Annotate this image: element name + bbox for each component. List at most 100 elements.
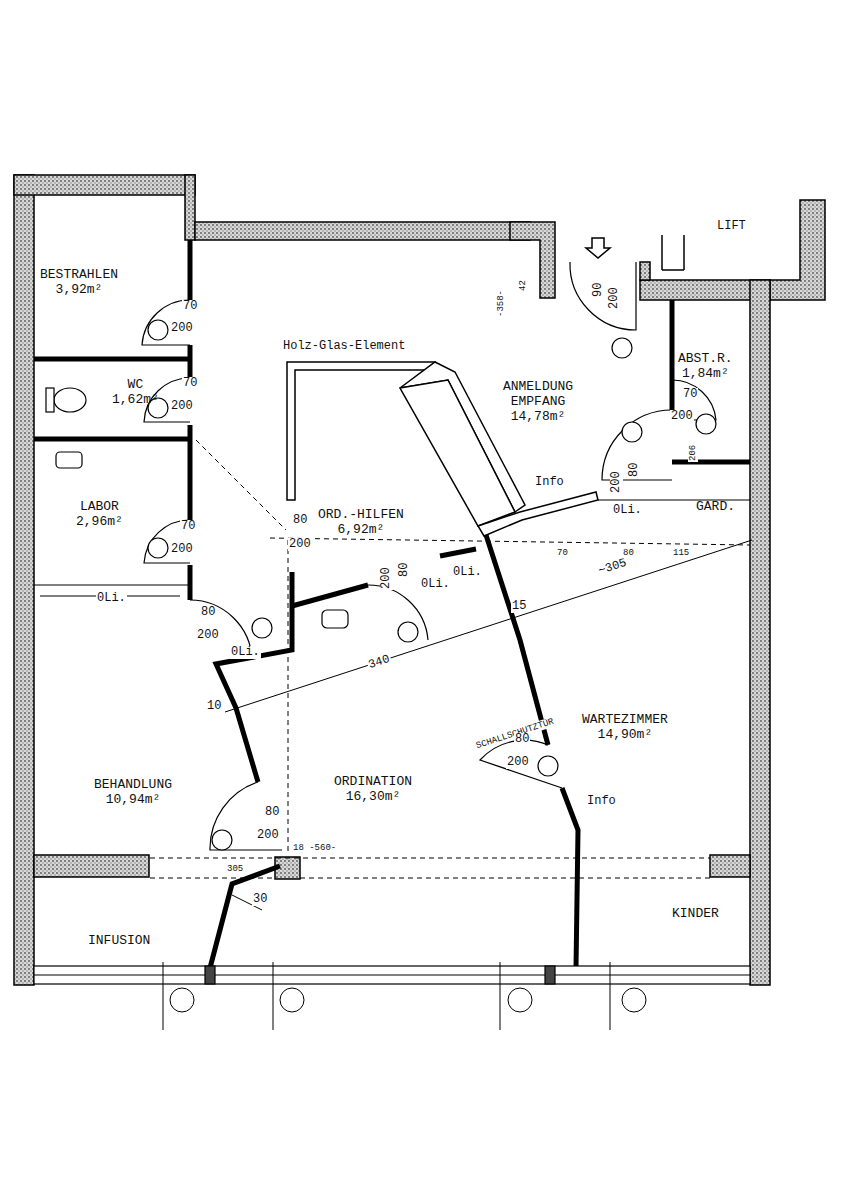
dimension-label: 0Li.: [96, 592, 127, 605]
plan-part: [640, 262, 650, 280]
plan-part: [770, 200, 825, 300]
plan-part: [288, 540, 289, 855]
plan-part: [252, 618, 272, 638]
room-area: 3,92m²: [40, 282, 118, 297]
plan-part: [545, 966, 555, 984]
dimension-label: 200: [608, 286, 621, 310]
plan-part: [142, 262, 716, 850]
room-label: BESTRAHLEN3,92m²: [38, 266, 120, 298]
plan-part: [210, 782, 282, 850]
plan-part: [508, 988, 532, 1012]
plan-part: [672, 460, 750, 465]
plan-part: [586, 238, 610, 258]
plan-part: [280, 988, 304, 1012]
room-name: KINDER: [672, 906, 719, 921]
plan-part: [212, 830, 232, 850]
dimension-label: 80: [292, 514, 308, 527]
plan-part: [292, 585, 368, 606]
room-label: GARD.: [694, 498, 737, 515]
plan-part: [683, 235, 685, 270]
room-area: 6,92m²: [318, 522, 404, 537]
dimension-label: 70: [682, 388, 698, 401]
plan-part: [662, 269, 684, 271]
plan-part: [710, 855, 750, 877]
plan-part: [34, 966, 750, 984]
room-area: 16,30m²: [334, 789, 412, 804]
plan-part: [622, 988, 646, 1012]
dimension-label: 80: [628, 462, 641, 478]
plan-part: [163, 962, 646, 1030]
room-name: LABOR: [76, 499, 123, 514]
plan-part: [34, 974, 750, 975]
plan-part: [46, 388, 54, 412]
plan-part: [150, 858, 710, 859]
plan-part: [185, 175, 195, 240]
room-name: BESTRAHLEN: [40, 267, 118, 282]
plan-part: [661, 235, 663, 270]
plan-part: [696, 414, 716, 434]
plan-part: [750, 280, 770, 985]
plan-part: [610, 962, 611, 1030]
plan-part: [273, 962, 274, 1030]
room-label: ORDINATION16,30m²: [332, 773, 414, 805]
plan-part: [486, 535, 548, 745]
plan-part: [622, 422, 642, 442]
room-name: ABST.R.: [678, 351, 733, 366]
plan-part: [150, 878, 275, 879]
plan-part: [216, 572, 292, 782]
dimension-label: 30: [252, 893, 268, 906]
plan-part: [586, 238, 610, 258]
dimension-label: 0Li.: [420, 578, 451, 591]
room-name: WC: [112, 377, 159, 392]
plan-part: [400, 380, 515, 526]
dimension: -358-: [496, 289, 506, 318]
room-name: WARTEZIMMER: [582, 712, 668, 727]
room-area: 10,94m²: [94, 792, 172, 807]
room-area: 1,62m²: [112, 392, 159, 407]
dimension-label: 206: [688, 444, 698, 462]
room-label: WC1,62m²: [110, 376, 161, 408]
dimension-label: 0Li.: [612, 504, 643, 517]
dimension-label: 70: [182, 300, 198, 313]
plan-part: [163, 962, 164, 1030]
dimension-label: 80: [514, 733, 530, 746]
room-label: LABOR2,96m²: [74, 498, 125, 530]
plan-part: [188, 240, 193, 300]
dimension-label: 15: [511, 600, 527, 613]
dimension-label: 80: [264, 806, 280, 819]
plan-part: [14, 175, 34, 985]
plan-part: [150, 440, 750, 878]
dimension-label: Info: [586, 795, 617, 808]
plan-part: [148, 320, 168, 340]
dimension-label: 18 -560-: [292, 843, 337, 853]
plan-part: [225, 540, 752, 910]
room-name: ORDINATION: [334, 774, 412, 789]
dimension-label: 115: [672, 548, 690, 558]
room-label: KINDER: [670, 905, 721, 922]
plan-part: [440, 549, 476, 556]
dimension-label: 200: [256, 829, 280, 842]
dimension-label: 200: [170, 543, 194, 556]
room-name: BEHANDLUNG: [94, 777, 172, 792]
plan-part: [188, 345, 193, 378]
room-label: BEHANDLUNG10,94m²: [92, 776, 174, 808]
dimension-label: ~305: [596, 556, 629, 578]
dimension-label: 90: [592, 282, 605, 298]
plan-part: [148, 538, 168, 558]
dimension-label: 200: [670, 410, 694, 423]
plan-part: [195, 222, 530, 240]
plan-part: [538, 756, 558, 776]
plan-part: [34, 585, 190, 586]
plan-part: [322, 610, 348, 628]
room-name: INFUSION: [88, 933, 150, 948]
room-name: ORD.-HILFEN: [318, 507, 404, 522]
room-name: GARD.: [696, 499, 735, 514]
plan-part: [478, 492, 598, 536]
dimension-label: 305: [226, 864, 244, 874]
dimension-label: 340: [366, 653, 392, 673]
dimension-label: 70: [556, 548, 569, 558]
plan-part: [170, 988, 194, 1012]
plan-part: [14, 175, 825, 985]
dimension-label: 200: [170, 322, 194, 335]
